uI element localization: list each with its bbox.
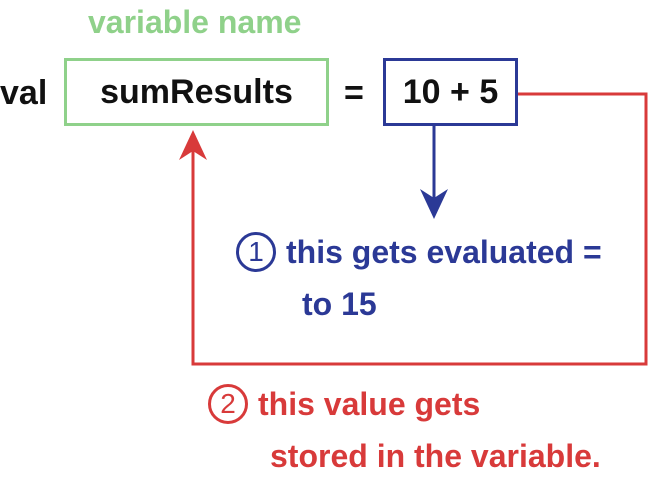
step-2-line-2: stored in the variable. <box>270 438 601 474</box>
step-1-annotation: 1 this gets evaluated = to 15 <box>236 226 602 330</box>
step-1-line-1: this gets evaluated = <box>286 234 602 270</box>
store-arrowhead-icon <box>179 130 207 160</box>
variable-name-box: sumResults <box>64 58 329 126</box>
step-1-number-badge: 1 <box>236 231 276 272</box>
val-keyword: val <box>0 74 48 112</box>
equals-sign: = <box>344 74 364 112</box>
step-2-line-1: this value gets <box>258 386 481 422</box>
variable-name-label: variable name <box>88 4 302 40</box>
identifier-text: sumResults <box>100 72 293 111</box>
expression-box: 10 + 5 <box>383 58 518 126</box>
step-2-number-badge: 2 <box>208 383 248 424</box>
evaluate-arrowhead-icon <box>420 189 448 219</box>
store-arrow-path <box>191 92 648 366</box>
step-1-line-2: to 15 <box>302 286 377 322</box>
expression-text: 10 + 5 <box>402 72 499 111</box>
step-2-annotation: 2 this value gets stored in the variable. <box>208 378 601 482</box>
